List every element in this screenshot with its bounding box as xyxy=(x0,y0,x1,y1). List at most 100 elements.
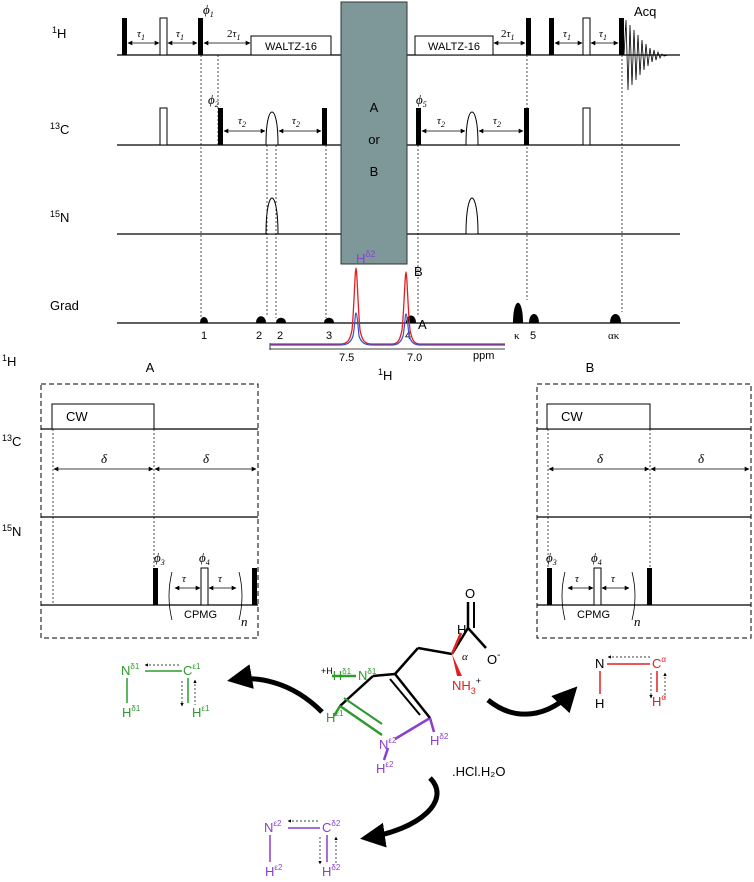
frag-purple-c: Cδ2 xyxy=(322,819,341,835)
channel-label-15n: 15N xyxy=(50,209,69,225)
2tau1-label-b: 2τ1 xyxy=(501,28,514,42)
panel-a-pulse-90-a xyxy=(153,568,158,605)
panel-label-1h: 1H xyxy=(2,353,16,369)
pulse-13c-180-b xyxy=(582,107,591,146)
frag-purple-n: Nε2 xyxy=(264,819,282,835)
panel-a-delta-2: δ xyxy=(203,451,210,466)
tau1-label-c: τ1 xyxy=(563,28,571,42)
pulse-13c-shaped-a xyxy=(265,111,279,146)
panel-b-n: n xyxy=(634,614,641,629)
channel-label-1h: 1H xyxy=(52,25,66,41)
panel-b-delta-1: δ xyxy=(597,451,604,466)
phi5-label: ϕ5 xyxy=(416,92,427,109)
panel-b-title: B xyxy=(586,360,595,375)
panel-a-paren-left xyxy=(168,571,173,621)
tau2-label-a: τ2 xyxy=(238,115,246,129)
gradient-5 xyxy=(529,314,539,323)
bond xyxy=(382,747,390,761)
grad-label-3: 3 xyxy=(326,330,332,342)
fid-signal xyxy=(623,19,669,91)
bond xyxy=(389,678,421,716)
pulse-1h-90-e xyxy=(619,18,624,55)
atom-nd1: Nδ1 xyxy=(358,667,377,683)
fragment-red: N Cα H Hα xyxy=(595,655,667,711)
acq-label: Acq xyxy=(634,4,656,19)
atom-he2: Hε2 xyxy=(376,760,394,776)
spectrum: Hδ2 B A 7.5 7.0 ppm 1H xyxy=(269,249,505,383)
spectrum-trace-a xyxy=(270,312,505,346)
pulse-1h-90-d xyxy=(549,18,554,55)
grad-label-4: 4 xyxy=(405,330,411,342)
panel-a-tau-2: τ xyxy=(218,573,223,585)
tau1-label-b: τ1 xyxy=(176,28,184,42)
bond xyxy=(332,705,342,717)
bond xyxy=(372,672,396,678)
bond xyxy=(417,646,453,656)
panel-b-pulse-90-b xyxy=(647,568,652,605)
panel-a-cw-label: CW xyxy=(66,409,88,424)
waltz-label-1: WALTZ-16 xyxy=(265,41,317,53)
waltz-box-2 xyxy=(414,35,494,56)
channel-label-13c: 13C xyxy=(50,121,69,137)
wedge-bond xyxy=(452,654,462,676)
spectrum-label-a: A xyxy=(418,317,427,332)
panel-b-frame xyxy=(536,383,752,639)
panel-a-cpmg: CPMG xyxy=(184,609,217,621)
panel-a-frame xyxy=(40,383,259,639)
panel-a-delta-1: δ xyxy=(101,451,108,466)
pulse-15n-shaped-a xyxy=(265,197,279,235)
panel-a: A 1H 13C 15N CW δ δ ϕ3 ϕ4 τ τ CPMG n xyxy=(2,353,259,639)
spectrum-tick-label-7-0: 7.0 xyxy=(407,352,422,364)
fragment-purple: Nε2 Cδ2 Hε2 Hδ2 xyxy=(264,819,341,879)
gradient-1 xyxy=(200,317,208,323)
gradient-kappa xyxy=(513,302,523,323)
tau2-label-b: τ2 xyxy=(292,115,300,129)
panel-a-pulse-90-b xyxy=(252,568,257,605)
panel-a-tau-1: τ xyxy=(182,573,187,585)
panel-a-pulse-180 xyxy=(200,567,209,606)
gradient-alpha-kappa xyxy=(610,314,621,323)
frag-purple-h1: Hε2 xyxy=(265,863,283,879)
bond xyxy=(339,675,374,707)
a-or-b-block xyxy=(340,1,408,265)
bond xyxy=(428,717,436,733)
pulse-13c-90-b xyxy=(322,108,327,145)
atom-ne2: Nε2 xyxy=(379,736,397,752)
arrow-to-green-fragment xyxy=(227,664,324,714)
2tau1-label-a: 2τ1 xyxy=(227,28,240,42)
panel-label-13c: 13C xyxy=(2,433,21,449)
tau1-label-d: τ1 xyxy=(599,28,607,42)
panel-b-delta-2: δ xyxy=(698,451,705,466)
panel-a-phi4: ϕ4 xyxy=(199,550,210,567)
frag-purple-h2: Hδ2 xyxy=(322,863,341,879)
pulse-13c-180-a xyxy=(159,107,168,146)
atom-nh3: NH3+ xyxy=(452,676,481,696)
tau1-label-a: τ1 xyxy=(137,28,145,42)
panel-b-cw-box xyxy=(546,403,651,430)
grad-label-5: 5 xyxy=(530,330,536,342)
tau2-label-c: τ2 xyxy=(437,115,445,129)
panel-a-title: A xyxy=(146,360,155,375)
block-label-a: A xyxy=(370,100,379,115)
phi1-label: ϕ1 xyxy=(203,2,214,19)
panel-b-cw-label: CW xyxy=(561,409,583,424)
frag-green-c: Cε1 xyxy=(183,662,201,678)
frag-green-h2: Hε1 xyxy=(192,704,210,720)
frag-green-n: Nδ1 xyxy=(121,662,140,678)
pulse-13c-90-a xyxy=(218,108,223,145)
spectrum-trace-b xyxy=(270,267,505,345)
spectrum-peak-label: Hδ2 xyxy=(356,249,375,266)
pulse-13c-90-c xyxy=(416,108,421,145)
pulse-13c-90-d xyxy=(524,108,529,145)
panel-b: B CW δ δ ϕ3 ϕ4 τ τ CPMG n xyxy=(536,360,752,639)
bond xyxy=(450,632,463,655)
arrow-to-purple-fragment xyxy=(360,776,440,848)
tau2-label-d: τ2 xyxy=(493,115,501,129)
pulse-1h-90-b xyxy=(198,18,203,55)
bond xyxy=(394,716,431,741)
frag-green-h1: Hδ1 xyxy=(122,704,141,720)
pulse-1h-90-c xyxy=(526,18,531,55)
grad-label-2a: 2 xyxy=(256,330,262,342)
pulse-1h-180-b xyxy=(582,17,591,56)
panel-a-n: n xyxy=(241,614,248,629)
